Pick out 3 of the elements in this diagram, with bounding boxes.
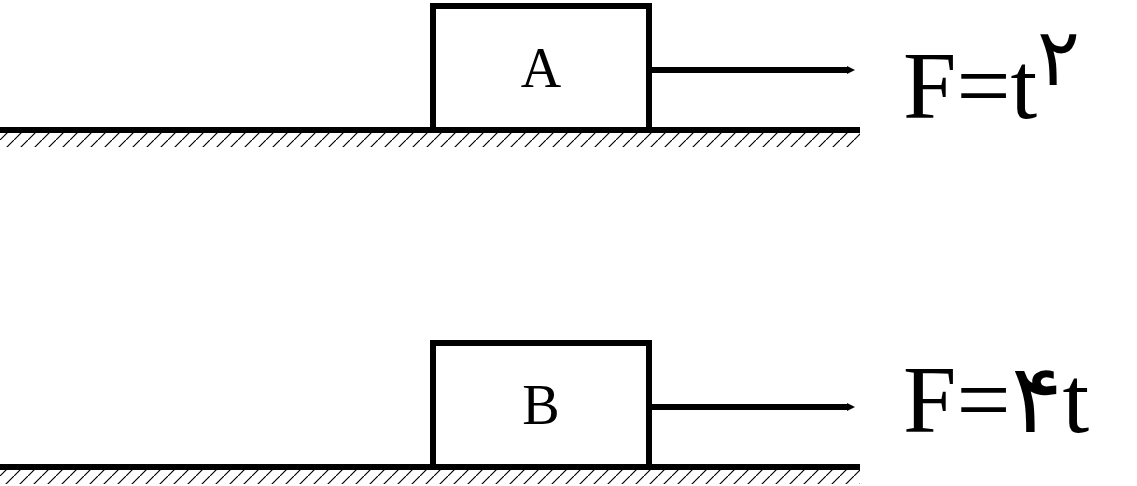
block-label: B <box>522 373 560 437</box>
force-label: F=۴t <box>903 352 1090 448</box>
block-label: A <box>520 36 562 100</box>
